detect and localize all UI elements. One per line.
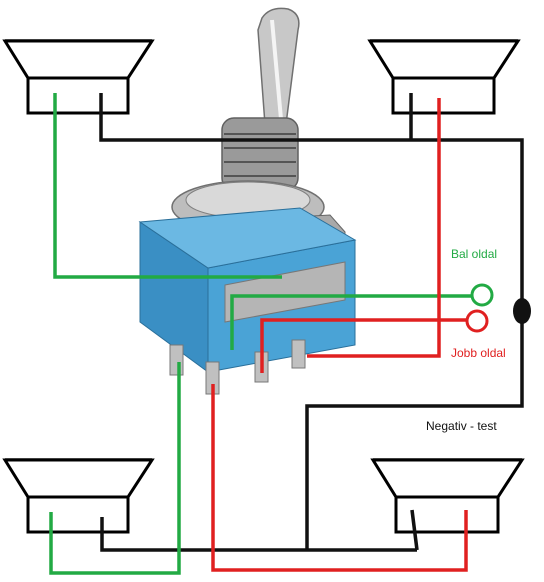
speaker-bottom-right: [370, 458, 525, 534]
label-negative-test: Negativ - test: [426, 419, 497, 433]
toggle-switch-icon: [138, 7, 357, 395]
speaker-top-left: [2, 39, 155, 115]
black-wires: [99, 93, 524, 552]
label-left-side: Bal oldal: [451, 247, 497, 261]
terminal-black-icon[interactable]: [513, 298, 531, 324]
red-wires: [211, 98, 468, 572]
terminal-ring-icon[interactable]: [465, 309, 489, 333]
speaker-bottom-left: [2, 458, 155, 534]
green-wires: [49, 93, 472, 575]
label-right-side: Jobb oldal: [451, 346, 506, 360]
speaker-top-right: [367, 39, 521, 115]
terminal-ring-icon[interactable]: [470, 283, 494, 307]
